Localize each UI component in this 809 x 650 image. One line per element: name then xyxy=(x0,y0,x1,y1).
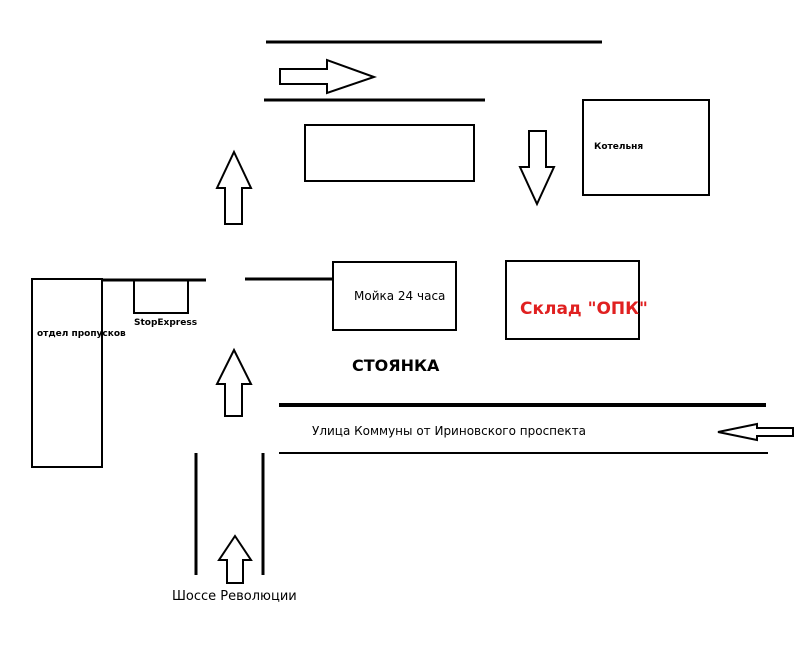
pass-office-building xyxy=(31,278,103,468)
top-center-building xyxy=(304,124,475,182)
arrow-up-middle-icon xyxy=(215,347,253,417)
stopexpress-label: StopExpress xyxy=(134,318,198,328)
arrow-up-bottom-icon xyxy=(217,534,253,584)
boiler-house-label: Котельня xyxy=(594,142,644,152)
stopexpress-building xyxy=(133,279,189,314)
arrow-down-icon xyxy=(518,130,556,207)
warehouse-building xyxy=(505,260,640,340)
arrow-up-upper-icon xyxy=(215,149,253,225)
revolution-highway-label: Шоссе Революции xyxy=(172,589,297,604)
arrow-right-icon xyxy=(279,58,378,95)
parking-label: СТОЯНКА xyxy=(352,356,440,375)
kommuny-street-label: Улица Коммуны от Ириновского проспекта xyxy=(312,424,586,438)
boiler-house-building xyxy=(582,99,710,196)
car-wash-label: Мойка 24 часа xyxy=(354,289,446,303)
car-wash-building xyxy=(332,261,457,331)
pass-office-label: отдел пропусков xyxy=(37,329,126,339)
arrow-left-icon xyxy=(717,422,794,442)
warehouse-label: Склад "ОПК" xyxy=(520,299,648,319)
